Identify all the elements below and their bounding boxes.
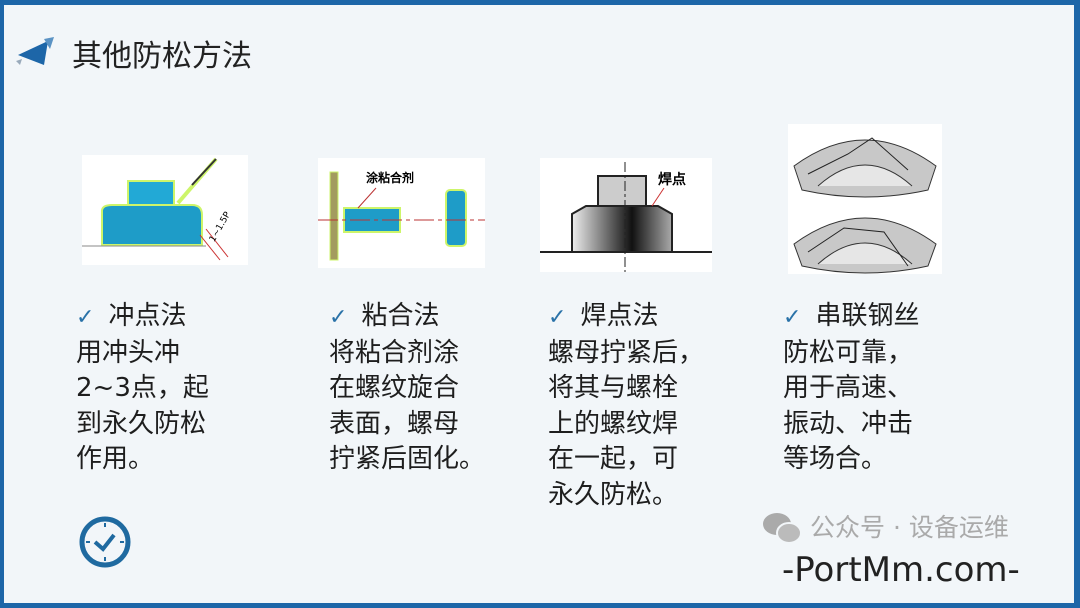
- check-icon: ✓: [329, 305, 348, 330]
- method-body: 防松可靠， 用于高速、 振动、冲击 等场合。: [783, 337, 914, 475]
- method-heading: 串联钢丝: [815, 301, 920, 331]
- wire-figure: [788, 124, 942, 274]
- method-adhesive: ✓ 粘合法将粘合剂涂 在螺纹旋合 表面，螺母 拧紧后固化。: [329, 299, 485, 478]
- method-heading: 粘合法: [361, 301, 440, 331]
- adhesive-figure: 涂粘合剂: [318, 158, 485, 268]
- clock-icon: [79, 516, 131, 568]
- method-punch: ✓ 冲点法用冲头冲 2~3点，起 到永久防松 作用。: [76, 299, 209, 478]
- weld-figure: 焊点: [540, 158, 712, 272]
- punch-figure: 1~1.5P: [82, 155, 248, 265]
- watermark-cn: 公众号 · 设备运维: [810, 513, 1009, 542]
- adhesive-label: 涂粘合剂: [366, 170, 414, 185]
- wechat-icon: [763, 513, 802, 544]
- page-title: 其他防松方法: [72, 39, 252, 74]
- method-body: 用冲头冲 2~3点，起 到永久防松 作用。: [76, 337, 209, 475]
- method-wire: ✓ 串联钢丝防松可靠， 用于高速、 振动、冲击 等场合。: [783, 299, 919, 478]
- watermark: 公众号 · 设备运维 -PortMm.com-: [762, 509, 1062, 599]
- watermark-en: -PortMm.com-: [782, 550, 1020, 590]
- method-body: 螺母拧紧后， 将其与螺栓 上的螺纹焊 在一起，可 永久防松。: [548, 337, 705, 510]
- check-icon: ✓: [548, 305, 567, 330]
- method-body: 将粘合剂涂 在螺纹旋合 表面，螺母 拧紧后固化。: [329, 337, 486, 475]
- check-icon: ✓: [76, 305, 95, 330]
- triangle-logo-icon: [16, 37, 54, 65]
- method-heading: 冲点法: [108, 301, 187, 331]
- check-icon: ✓: [783, 305, 802, 330]
- punch-label: 1~1.5P: [208, 210, 233, 244]
- weld-label: 焊点: [658, 171, 686, 188]
- method-weld: ✓ 焊点法螺母拧紧后， 将其与螺栓 上的螺纹焊 在一起，可 永久防松。: [548, 299, 704, 513]
- slide: 其他防松方法 1~1.5P 涂粘合剂 焊点 ✓ 冲点法用冲头冲 2~3点，起 到永…: [4, 5, 1074, 603]
- method-heading: 焊点法: [580, 301, 659, 331]
